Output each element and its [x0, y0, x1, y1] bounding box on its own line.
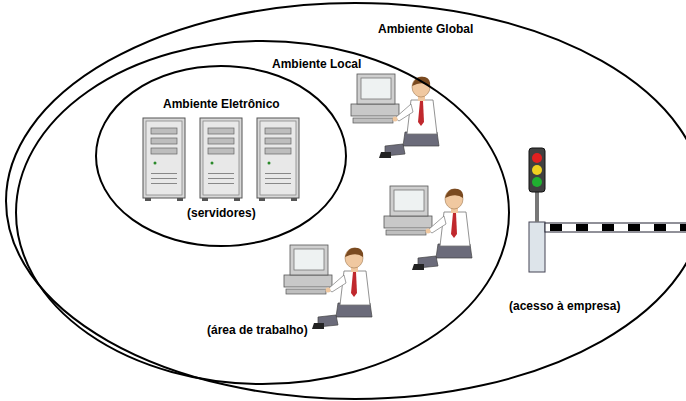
server-icon — [143, 118, 185, 201]
region-title: Ambiente Global — [378, 22, 473, 36]
workstation-icon — [351, 74, 439, 158]
region-note: (área de trabalho) — [207, 323, 308, 337]
server-icon — [257, 118, 299, 201]
electronic-ring: Ambiente Eletrônico (servidores) — [95, 65, 347, 247]
region-note: (acesso à empresa) — [509, 299, 620, 313]
region-title: Ambiente Local — [272, 57, 361, 71]
ellipse-outline — [6, 3, 686, 399]
workstation-icon — [284, 245, 372, 329]
global-ring: Ambiente Global(acesso à empresa)Ambient… — [5, 2, 686, 400]
barrier-gate — [529, 148, 686, 272]
ellipse-outline — [16, 41, 509, 384]
ellipse-outline — [96, 66, 346, 246]
workstation-icon — [384, 186, 472, 270]
server-icon — [200, 118, 242, 201]
region-note: (servidores) — [187, 206, 256, 220]
region-title: Ambiente Eletrônico — [163, 97, 280, 111]
local-ring: Ambiente Local (área de trabalho) Ambiente… — [15, 40, 510, 385]
